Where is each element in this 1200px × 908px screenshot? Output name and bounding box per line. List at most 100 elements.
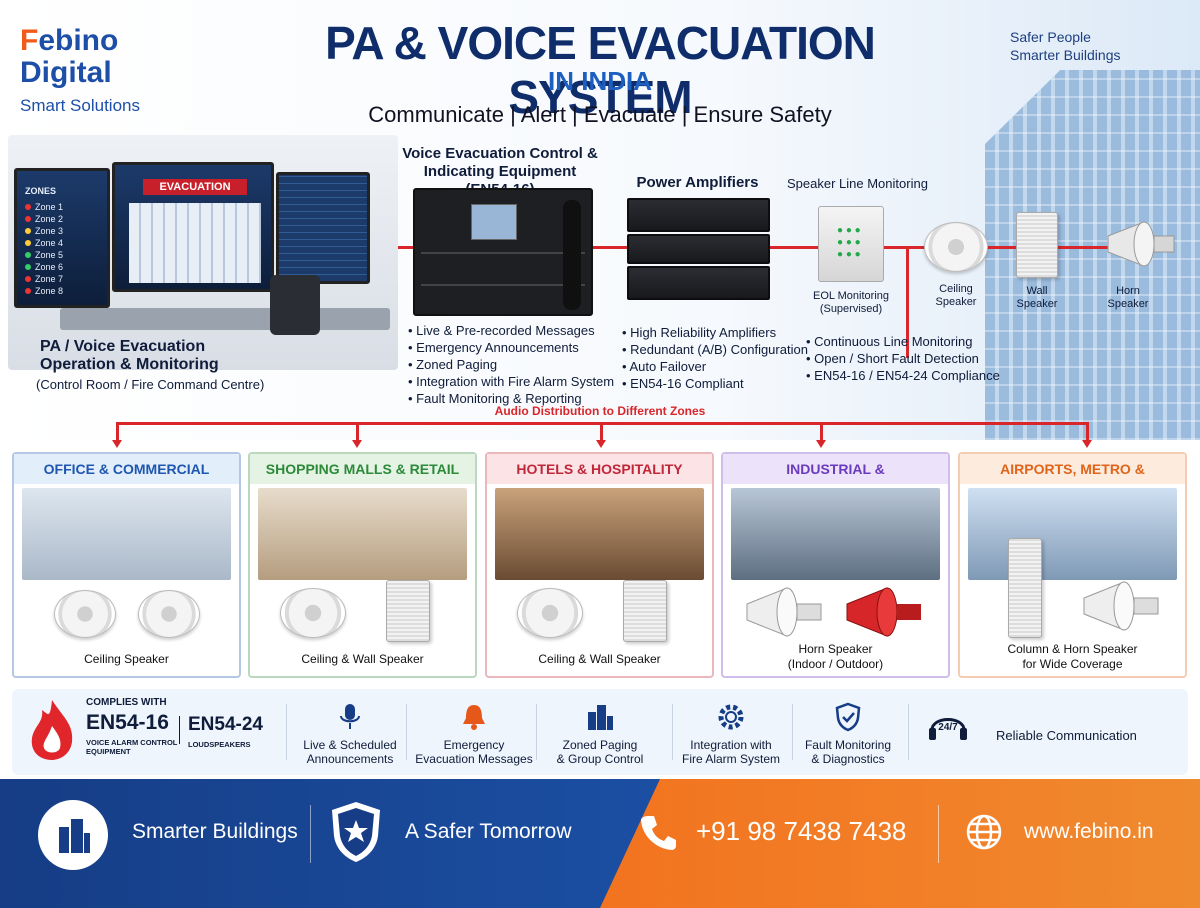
distribution-arrow [816, 440, 826, 448]
zone-card-title: OFFICE & COMMERCIAL BUILDINGS [14, 454, 239, 507]
buildings-footer-icon [38, 800, 108, 870]
zone-photo [731, 488, 940, 580]
distribution-arrow [112, 440, 122, 448]
zone-card: SHOPPING MALLS & RETAIL Ceiling & Wall Sp… [248, 452, 477, 678]
paging-microphone-image [563, 200, 581, 310]
zone-list-item: Zone 4 [25, 237, 107, 249]
amplifier-unit-3 [627, 266, 770, 300]
gear-search-icon [676, 702, 786, 737]
ceiling-speaker-image [280, 588, 346, 638]
feature-item: Zoned Paging& Group Control [540, 700, 660, 770]
distribution-drop-line [820, 422, 823, 442]
red-horn-speaker-image [843, 584, 927, 645]
complies-label: COMPLIES WITH [86, 697, 167, 708]
horn-speaker-image [1080, 578, 1164, 639]
amplifier-features: • High Reliability Amplifiers• Redundant… [622, 325, 808, 391]
page-title: PA & VOICE EVACUATION SYSTEM [325, 17, 876, 123]
column-speaker-image [1008, 538, 1042, 638]
zone-list-item: Zone 8 [25, 285, 107, 297]
page-subtitle: IN INDIA [548, 66, 652, 96]
footer-website[interactable]: www.febino.in [1024, 820, 1154, 843]
monitoring-branch-line [906, 246, 909, 358]
zone-card: HOTELS & HOSPITALITY Ceiling & Wall Speak… [485, 452, 714, 678]
zone-caption: Ceiling & Wall Speaker [301, 652, 424, 666]
brand-tagline: Smart Solutions [20, 96, 140, 115]
zone-list-item: Zone 7 [25, 273, 107, 285]
standard-en54-24-desc: LOUDSPEAKERS [188, 740, 251, 749]
zone-card-title: AIRPORTS, METRO & TRANSPORT [960, 454, 1185, 507]
zone-caption: Ceiling Speaker [84, 652, 169, 666]
zone-photo [22, 488, 231, 580]
zone-card: INDUSTRIAL & MANUFACTURINGHorn Speaker(I… [721, 452, 950, 678]
zone-list-item: Zone 2 [25, 213, 107, 225]
zone-caption: Ceiling & Wall Speaker [538, 652, 661, 666]
distribution-arrow [596, 440, 606, 448]
distribution-drop-line [356, 422, 359, 442]
distribution-arrow [352, 440, 362, 448]
distribution-drop-line [116, 422, 119, 442]
zone-photo [968, 488, 1177, 580]
fire-icon [28, 698, 76, 762]
operator-chair [270, 275, 320, 335]
feature-strip [12, 689, 1188, 775]
distribution-drop-line [1086, 422, 1089, 442]
bell-icon [410, 702, 538, 737]
zone-card-title: HOTELS & HOSPITALITY [487, 454, 712, 484]
floor-plan-map [129, 203, 261, 283]
vecie-display [471, 204, 517, 240]
zone-card: AIRPORTS, METRO & TRANSPORT Column & Horn… [958, 452, 1187, 678]
amplifier-unit-2 [627, 234, 770, 264]
vecie-features: • Live & Pre-recorded Messages• Emergenc… [408, 323, 615, 406]
zone-card: OFFICE & COMMERCIAL BUILDINGS Ceiling Spe… [12, 452, 241, 678]
amplifiers-title: Power Amplifiers [636, 174, 759, 191]
speaker-monitoring-title: Speaker Line Monitoring [787, 176, 928, 191]
zone-caption: Horn Speaker(Indoor / Outdoor) [787, 642, 884, 671]
globe-icon [966, 814, 1002, 850]
horn-speaker-image [1104, 218, 1180, 270]
buildings-icon [540, 702, 660, 737]
shield-check-icon [796, 702, 900, 737]
wall-speaker-image [1016, 212, 1058, 278]
status-monitor [276, 172, 370, 284]
evacuation-banner: EVACUATION [143, 179, 247, 195]
footer-left [0, 779, 660, 908]
page-tagline: Communicate | Alert | Evacuate | Ensure … [368, 102, 832, 127]
evacuation-monitor: EVACUATION [112, 162, 274, 292]
control-room-subtitle: (Control Room / Fire Command Centre) [36, 377, 265, 392]
headset-247-icon: 24/7 [926, 710, 970, 749]
eol-monitoring-label: EOL Monitoring(Supervised) [812, 290, 890, 315]
microphone-icon [290, 702, 410, 737]
standard-en54-24: EN54-24 [188, 714, 263, 735]
footer-smarter-buildings: Smarter Buildings [132, 820, 298, 843]
zone-photo [495, 488, 704, 580]
zone-card-title: SHOPPING MALLS & RETAIL [250, 454, 475, 484]
monitoring-features: • Continuous Line Monitoring• Open / Sho… [806, 334, 1000, 383]
zone-list-item: Zone 5 [25, 249, 107, 261]
footer-phone[interactable]: +91 98 7438 7438 [696, 816, 907, 846]
shield-star-icon [330, 800, 382, 864]
ceiling-speaker-image [517, 588, 583, 638]
standard-en54-16: EN54-16 [86, 711, 169, 734]
distribution-label: Audio Distribution to Different Zones [494, 404, 706, 418]
zone-list-item: Zone 6 [25, 261, 107, 273]
ceiling-speaker-image [54, 590, 116, 638]
zone-list-item: Zone 3 [25, 225, 107, 237]
footer-safer-tomorrow: A Safer Tomorrow [405, 820, 572, 843]
eol-monitoring-device: ● ● ●● ● ●● ● ● [818, 206, 884, 282]
amplifier-unit-1 [627, 198, 770, 232]
zone-photo [258, 488, 467, 580]
horn-speaker-image [743, 584, 827, 645]
wall-speaker-image [623, 580, 667, 642]
brand-logo-line1: Febino [20, 24, 119, 57]
